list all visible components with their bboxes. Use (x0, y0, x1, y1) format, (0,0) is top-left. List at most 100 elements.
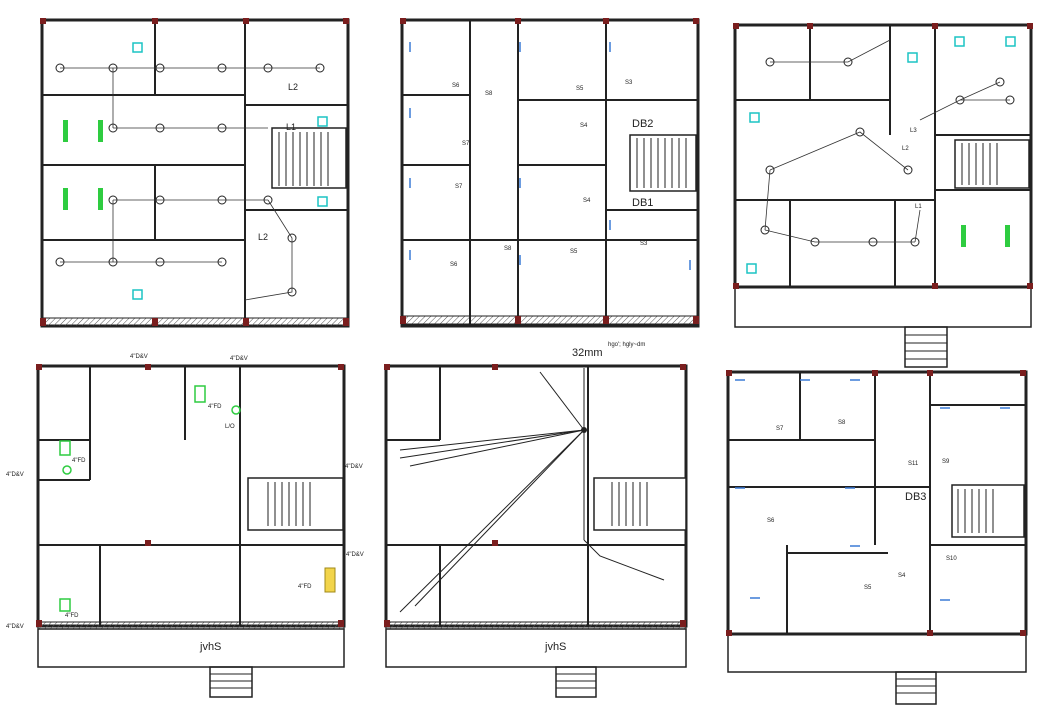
plan-6-electrical-switches: DB3 S7 S8 S9 S11 S6 S10 S5 S4 (726, 370, 1028, 705)
plan-2-label-s5: S5 (576, 86, 584, 92)
plan-2-label-s4: S4 (580, 123, 588, 129)
plan-6-stair (951, 484, 1025, 538)
plan-1-bottom-wall (41, 317, 349, 327)
plan-5-walls (386, 366, 686, 626)
plan-6-label-s10: S10 (946, 556, 957, 562)
plan-6-label-s8: S8 (838, 420, 846, 426)
plan-6-steps (895, 671, 937, 705)
plan-2-label-db1: DB1 (632, 197, 653, 209)
plan-2-label-s6: S6 (452, 83, 460, 89)
plan-2-label-s4b: S4 (583, 198, 591, 204)
plan-1-fan-symbols (63, 120, 103, 210)
plan-4-columns (36, 364, 344, 627)
plan-2-label-s6b: S6 (450, 262, 458, 268)
plan-4-label-lo: L/O (225, 424, 235, 430)
plan-1-walls (42, 20, 348, 326)
plan-4-stair-treads (267, 482, 311, 526)
plan-4-fixtures (59, 385, 241, 612)
plan-1-electrical-lighting: L2 L1 L2 (40, 18, 350, 328)
plan-3-step-lines (905, 334, 947, 360)
plan-1-wiring (60, 67, 320, 301)
plan-4-steps (209, 666, 253, 698)
plan-1-stair (271, 127, 347, 189)
plan-3-walls (735, 25, 1031, 287)
plan-5-step-lines (556, 673, 596, 689)
plan-4-bottom-wall (37, 621, 345, 630)
plan-2-outline (400, 18, 700, 328)
plan-1-stair-treads (278, 132, 329, 186)
plan-4-label-dv2: 4"D&V (230, 356, 248, 362)
plan-5-water-supply: 32mm hgo'; hgly~dm jvhS (384, 342, 688, 698)
plan-4-label-fd4: 4"FD (65, 613, 79, 619)
plan-3-stair (954, 139, 1030, 189)
plan-2-walls (402, 20, 698, 326)
plan-5-bottom-wall (385, 621, 687, 630)
plan-6-balcony (727, 633, 1027, 673)
plan-5-main-riser (581, 427, 587, 433)
plan-2-label-s8b: S8 (504, 246, 512, 252)
plan-4-plumbing-drainage: 4"D&V 4"D&V 4"D&V 4"D&V 4"D&V 4"D&V 4"FD… (6, 354, 364, 698)
plan-2-label-db2: DB2 (632, 118, 653, 130)
plan-6-label-s7: S7 (776, 426, 784, 432)
plan-6-columns (726, 370, 1026, 636)
plan-5-steps (555, 666, 597, 698)
plan-2-stair (629, 134, 697, 192)
plan-4-label-fd1: 4"FD (208, 404, 222, 410)
plan-5-title: hgo'; hgly~dm (608, 342, 645, 348)
plan-5-stair-treads (611, 482, 648, 526)
plan-5-balcony (385, 628, 687, 668)
plan-3-wiring (764, 39, 1010, 243)
plan-2-label-s8: S8 (485, 91, 493, 97)
plan-5-supply-pipes (399, 368, 665, 613)
plan-1-columns (40, 18, 349, 326)
plan-3-electrical-lighting: L2 L3 L1 (733, 23, 1033, 368)
plan-3-steps (904, 326, 948, 368)
plan-3-balcony (734, 286, 1032, 328)
plan-2-switch-marks (409, 42, 691, 270)
plan-2-label-s7b: S7 (455, 184, 463, 190)
plan-3-sockets (746, 36, 1016, 274)
plan-1-sockets (132, 42, 328, 300)
plan-6-label-db3: DB3 (905, 491, 926, 503)
plan-1-label-l2: L2 (288, 82, 298, 92)
plan-4-label-dv4: 4"D&V (345, 464, 363, 470)
plan-4-step-lines (210, 673, 252, 689)
plan-6-label-s5: S5 (864, 585, 872, 591)
plan-2-stair-treads (636, 138, 687, 188)
plan-2-electrical-switches: DB2 DB1 S3 S5 S4 S6 S8 S7 S7 S4 S3 S8 S5… (400, 18, 700, 328)
plan-6-step-lines (896, 678, 936, 694)
plan-6-switch-marks (735, 379, 1010, 601)
plan-3-columns (733, 23, 1033, 289)
plan-2-label-s7: S7 (462, 141, 470, 147)
plan-4-label-dv1: 4"D&V (130, 354, 148, 360)
plan-2-label-s3b: S3 (640, 241, 648, 247)
plan-6-walls (728, 372, 1026, 634)
plan-4-label-fd2: 4"FD (72, 458, 86, 464)
plan-4-label-dv5: 4"D&V (346, 552, 364, 558)
plan-6-label-s4: S4 (898, 573, 906, 579)
plan-6-stair-treads (957, 489, 994, 533)
plan-2-label-s3: S3 (625, 80, 633, 86)
plan-4-label-dv3: 4"D&V (6, 472, 24, 478)
plan-5-caption: jvhS (544, 641, 566, 653)
plan-3-stair-treads (961, 143, 998, 185)
plan-3-label-l2: L2 (902, 146, 909, 152)
plan-6-label-s6: S6 (767, 518, 775, 524)
plan-3-fan-symbols (961, 225, 1010, 247)
plan-1-label-l1: L1 (286, 122, 296, 132)
plan-5-columns (384, 364, 686, 627)
plan-2-label-s5b: S5 (570, 249, 578, 255)
plan-2-bottom-wall (401, 315, 699, 325)
plan-1-label-l2b: L2 (258, 232, 268, 242)
plan-5-dimension: 32mm (572, 347, 603, 359)
plan-3-label-l1: L1 (915, 204, 922, 210)
plan-4-label-dv6: 4"D&V (6, 624, 24, 630)
plan-6-label-s9: S9 (942, 459, 950, 465)
plan-4-water-heater (324, 567, 336, 593)
plan-2-columns (400, 18, 699, 324)
plan-4-caption: jvhS (199, 641, 221, 653)
plan-6-label-s11: S11 (908, 461, 919, 467)
plan-3-label-l3: L3 (910, 128, 917, 134)
plan-4-label-fd3: 4"FD (298, 584, 312, 590)
